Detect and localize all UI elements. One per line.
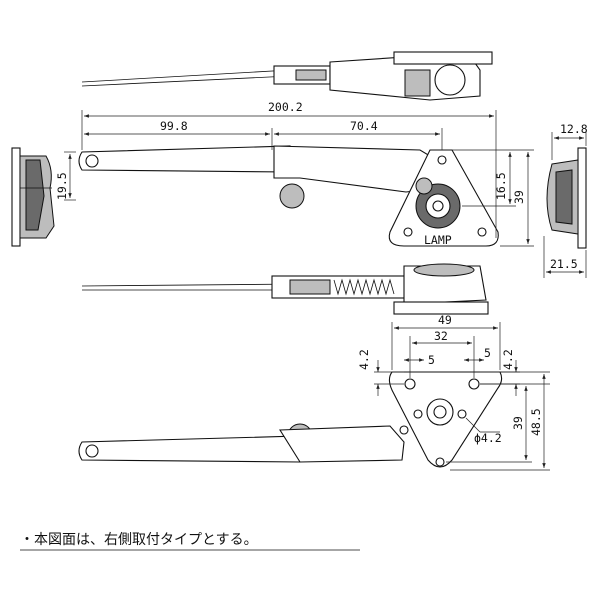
dim-hole-height: 39	[511, 416, 525, 430]
bracket-detail-dimensions: 49 32 5 5 4.2 4.2 39 48.5 ϕ4.2	[357, 313, 550, 471]
detail-hole-right	[468, 378, 480, 390]
dim-hole-pitch: 32	[434, 329, 448, 343]
right-side-view: 12.8 21.5	[543, 122, 588, 278]
dim-pivot-height: 16.5	[494, 172, 508, 200]
spring-view-plate	[393, 301, 489, 315]
left-side-view	[11, 147, 55, 247]
dim-pivot-offset: 70.4	[350, 119, 378, 133]
detail-hole-left	[404, 378, 416, 390]
spring-view	[81, 263, 489, 315]
front-view-arm	[78, 145, 291, 173]
front-view: LAMP	[78, 145, 499, 247]
dim-slot-right: 5	[484, 346, 491, 360]
dim-overall-length: 200.2	[268, 100, 303, 114]
dim-slot-left: 5	[428, 353, 435, 367]
compression-spring	[333, 278, 395, 296]
spring-view-rod	[81, 283, 301, 287]
spring-pin	[415, 177, 433, 195]
dim-total-height: 48.5	[529, 408, 543, 436]
detail-arm	[78, 435, 301, 463]
top-view-rod	[81, 69, 291, 83]
dim-offset-left: 4.2	[357, 349, 371, 370]
brand-mark: LAMP	[424, 233, 452, 247]
front-view-dimensions: 200.2 99.8 70.4 19.5 16.5 39	[55, 100, 534, 247]
bracket-detail-view	[78, 371, 503, 468]
top-view-mounting-plate	[393, 51, 493, 65]
link-roller	[279, 183, 305, 209]
dim-base-height: 39	[512, 190, 526, 204]
left-view-plate	[11, 147, 21, 247]
dim-side-width-top: 12.8	[560, 122, 588, 136]
dim-arm-height: 19.5	[55, 172, 69, 200]
dim-offset-right: 4.2	[501, 349, 515, 370]
arm-end-hole	[85, 154, 99, 168]
dim-hole-diameter: ϕ4.2	[474, 431, 502, 445]
top-view	[81, 51, 493, 101]
dim-base-width: 49	[438, 313, 452, 327]
right-view-plate	[577, 147, 587, 249]
dim-arm-length: 99.8	[160, 119, 188, 133]
drawing-note: ・本図面は、右側取付タイプとする。	[20, 532, 258, 548]
dim-side-width-bottom: 21.5	[550, 257, 578, 271]
